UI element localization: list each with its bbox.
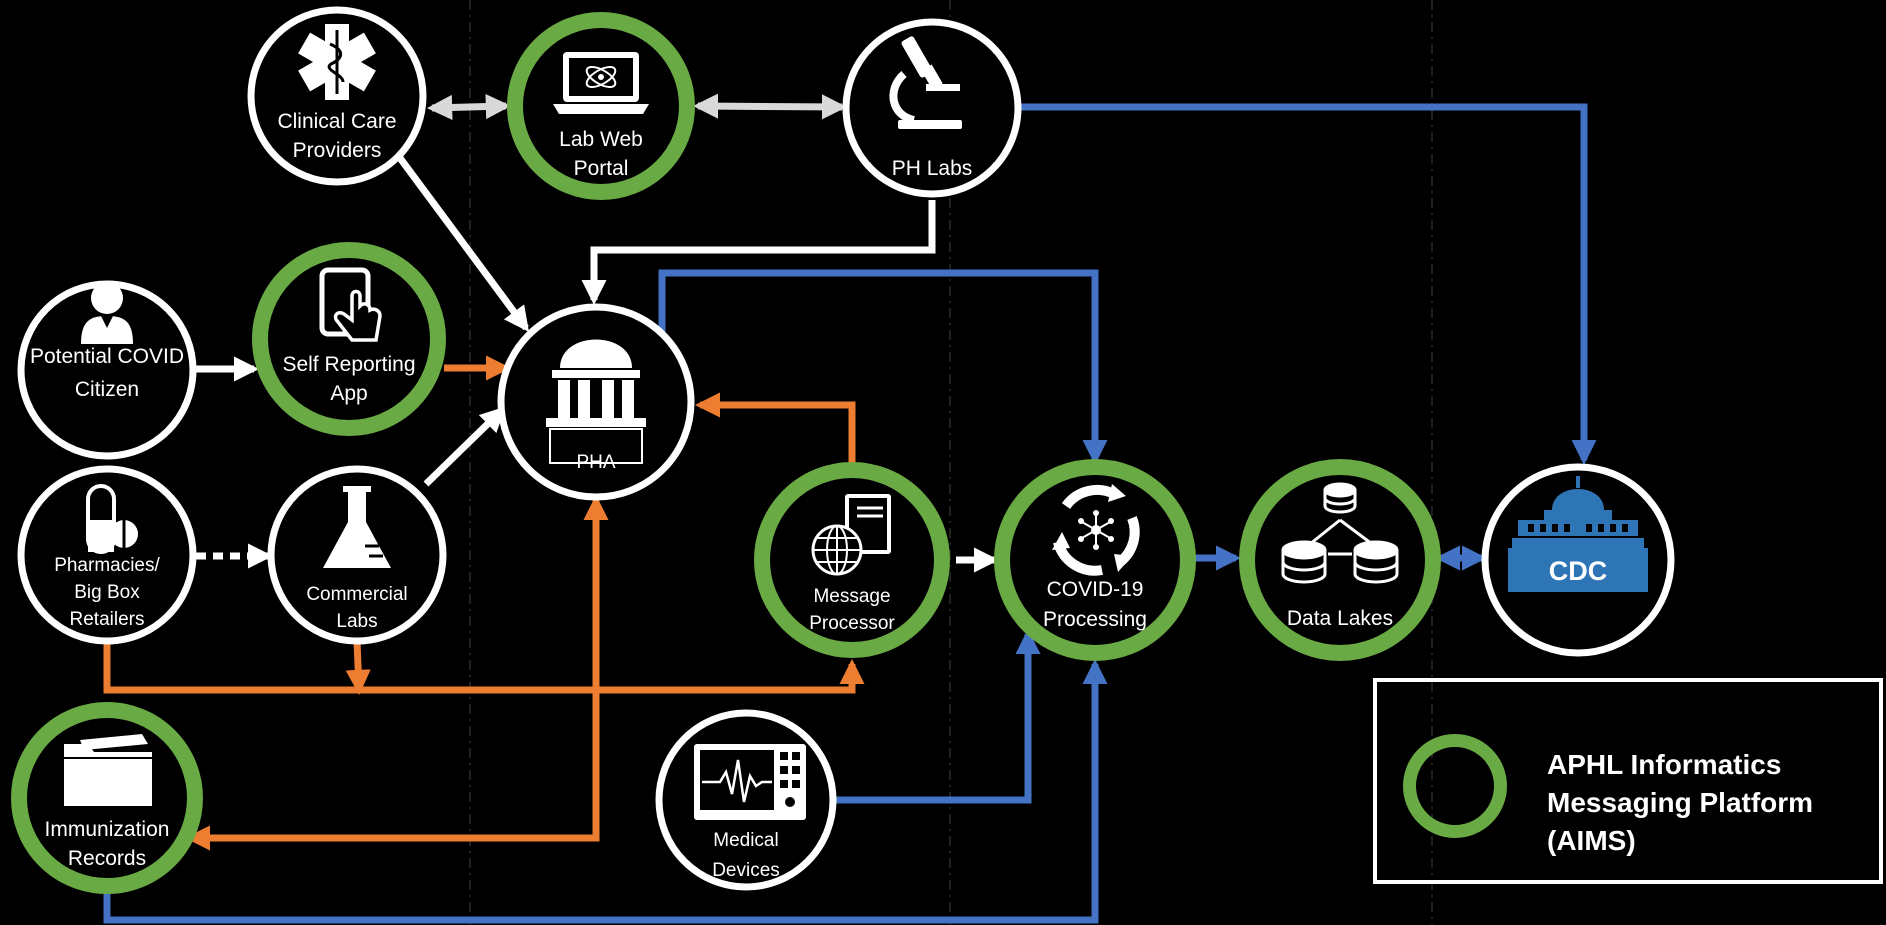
capitol-building-icon	[546, 339, 646, 464]
folder-icon	[64, 734, 152, 806]
node-cdc: CDC	[1481, 463, 1675, 657]
arrow-retailers-messageproc	[103, 641, 865, 694]
label-medical-devices-1: Medical	[713, 830, 778, 851]
label-clinical-care-2: Providers	[293, 139, 382, 162]
label-medical-devices-2: Devices	[712, 860, 780, 881]
node-pharmacies-retailers: Pharmacies/ Big Box Retailers	[17, 465, 197, 645]
database-stack-icon	[1281, 482, 1399, 584]
node-lab-web-portal: Lab Web Portal	[507, 12, 695, 200]
legend-label: APHL Informatics Messaging Platform (AIM…	[1547, 749, 1814, 856]
processing-cycle-icon	[1052, 484, 1140, 576]
cdc-label: CDC	[1549, 556, 1608, 586]
label-covid-processing-2: Processing	[1043, 608, 1147, 631]
label-message-processor-1: Message	[813, 586, 890, 607]
label-pharmacies-2: Big Box	[74, 582, 140, 603]
node-clinical-care-providers: Clinical Care Providers	[247, 6, 427, 186]
arrow-immunization-covid	[103, 658, 1108, 924]
connectors	[103, 93, 1597, 924]
node-self-reporting-app: Self Reporting App	[252, 242, 446, 436]
node-commercial-labs: Commercial Labs	[267, 465, 447, 645]
label-data-lakes: Data Lakes	[1287, 607, 1393, 630]
pill-icon	[86, 484, 138, 554]
arrow-phlabs-pha	[581, 200, 936, 306]
node-pha: PHA	[497, 303, 695, 501]
node-message-processor: Message Processor	[754, 462, 950, 658]
label-commercial-labs-2: Labs	[336, 611, 377, 632]
arrow-messageproc-pha	[694, 392, 856, 465]
arrow-pha-covid	[658, 269, 1108, 466]
arrow-commercial-pha	[423, 406, 506, 487]
label-clinical-care-1: Clinical Care	[277, 110, 396, 133]
label-covid-processing-1: COVID-19	[1047, 578, 1144, 601]
flask-icon	[323, 486, 391, 568]
arrow-phlabs-cdc	[1018, 103, 1597, 466]
label-pha: PHA	[576, 452, 615, 473]
label-lab-web-portal-1: Lab Web	[559, 128, 643, 151]
monitor-icon	[694, 744, 806, 820]
cdc-building-icon: CDC	[1508, 476, 1648, 592]
microscope-icon	[889, 36, 962, 129]
node-data-lakes: Data Lakes	[1239, 459, 1441, 661]
node-potential-covid-citizen: Potential COVID Citizen	[17, 280, 197, 460]
node-covid-processing: COVID-19 Processing	[994, 459, 1196, 661]
arrow-clinical-labportal	[426, 93, 512, 121]
aims-ring-icon	[1403, 734, 1507, 838]
arrow-clinical-pha	[397, 155, 530, 333]
medical-star-of-life-icon	[298, 24, 376, 100]
arrow-pha-immunization	[184, 494, 609, 851]
person-icon	[81, 282, 133, 344]
label-commercial-labs-1: Commercial	[306, 584, 407, 605]
label-potential-covid-1: Potential COVID	[30, 345, 184, 368]
label-self-reporting-2: App	[330, 382, 367, 405]
tablet-touch-icon	[319, 267, 382, 342]
label-self-reporting-1: Self Reporting	[282, 353, 415, 376]
node-immunization-records: Immunization Records	[11, 702, 203, 894]
node-ph-labs: PH Labs	[842, 18, 1022, 198]
globe-document-icon	[811, 494, 891, 576]
arrow-devices-covid	[836, 628, 1041, 804]
label-potential-covid-2: Citizen	[75, 378, 139, 401]
arrow-commercial-bus	[345, 640, 371, 696]
legend: APHL Informatics Messaging Platform (AIM…	[1373, 678, 1883, 884]
label-immunization-2: Records	[68, 847, 146, 870]
node-medical-devices: Medical Devices	[655, 709, 837, 891]
label-pharmacies-3: Retailers	[70, 609, 145, 630]
laptop-icon	[553, 52, 649, 114]
label-immunization-1: Immunization	[45, 818, 170, 841]
label-pharmacies-1: Pharmacies/	[54, 555, 160, 576]
label-message-processor-2: Processor	[809, 613, 895, 634]
label-ph-labs: PH Labs	[892, 157, 973, 180]
label-lab-web-portal-2: Portal	[574, 157, 629, 180]
arrow-labportal-phlabs	[692, 93, 848, 120]
